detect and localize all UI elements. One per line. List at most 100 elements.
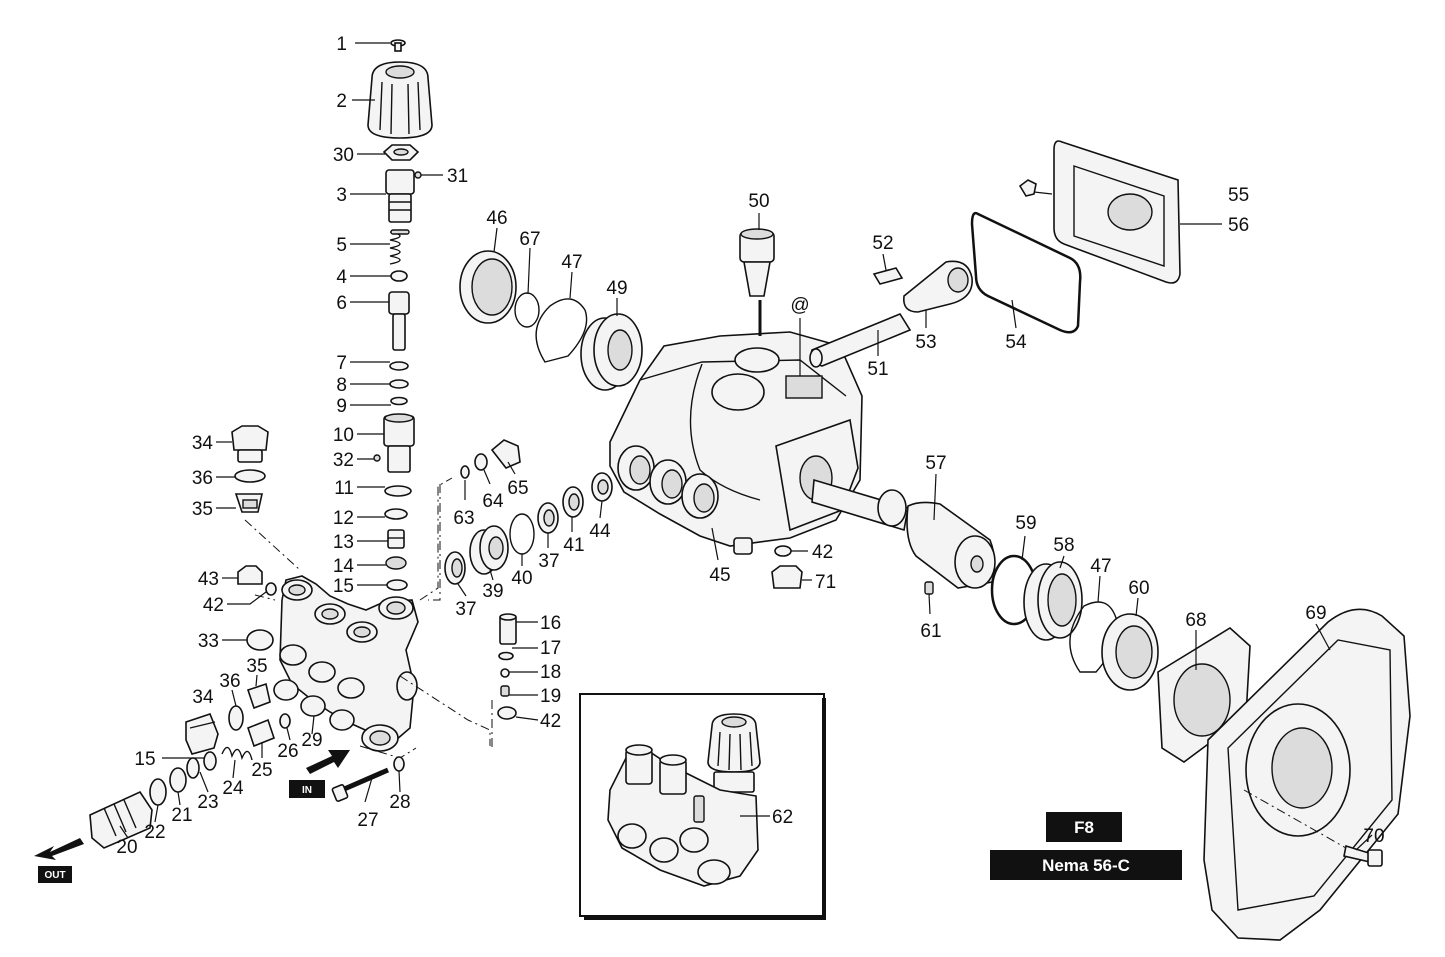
- model-badge: F8: [1046, 812, 1122, 842]
- callout-60: 60: [1128, 578, 1149, 599]
- connecting-rod-parts: [809, 140, 1181, 368]
- callout-20: 20: [116, 837, 137, 858]
- outlet-arrow: OUT: [34, 838, 84, 883]
- callout-45: 45: [709, 565, 730, 586]
- callout-62: 62: [772, 807, 793, 828]
- callout-34a: 34: [192, 433, 214, 454]
- leader-lines-upper-right: [877, 191, 1222, 356]
- callout-59: 59: [1015, 513, 1036, 534]
- part-adjustment-knob: [367, 61, 433, 139]
- part-o-ring: [389, 361, 409, 371]
- callout-36a: 36: [192, 468, 213, 489]
- callout-10: 10: [333, 425, 354, 446]
- leader-lines-outlet: [119, 674, 401, 839]
- callout-46: 46: [486, 208, 507, 229]
- callout-27: 27: [357, 810, 378, 831]
- callout-26: 26: [277, 741, 298, 762]
- callout-29: 29: [301, 730, 322, 751]
- callout-24: 24: [222, 778, 244, 799]
- callout-23: 23: [197, 792, 218, 813]
- crank-seal-parts: [459, 250, 643, 391]
- inlet-arrow: IN: [289, 750, 350, 798]
- part-screw: [390, 39, 406, 52]
- callout-65: 65: [507, 478, 528, 499]
- callout-35a: 35: [192, 499, 213, 520]
- callout-51: 51: [867, 359, 888, 380]
- part-ball: [373, 454, 381, 462]
- callout-21: 21: [171, 805, 192, 826]
- part-valve-body: [385, 169, 415, 223]
- callout-42c: 42: [812, 542, 833, 563]
- part-backup-ring: [389, 379, 409, 389]
- leader-lines-shaft: [928, 473, 1373, 851]
- callout-61: 61: [920, 621, 941, 642]
- callout-15a: 15: [333, 576, 354, 597]
- callout-30: 30: [333, 145, 354, 166]
- leader-lines-crankcase: [711, 213, 808, 561]
- callout-17: 17: [540, 638, 561, 659]
- callout-49: 49: [606, 278, 627, 299]
- part-check-valve: [387, 529, 405, 549]
- leader-lines-stack: [350, 42, 443, 586]
- inlet-label: IN: [302, 785, 312, 796]
- callout-35b: 35: [246, 656, 267, 677]
- callout-47a: 47: [561, 252, 582, 273]
- callout-32: 32: [333, 450, 354, 471]
- leader-lines-left: [216, 441, 301, 641]
- callout-40: 40: [511, 568, 532, 589]
- callout-70: 70: [1363, 826, 1384, 847]
- callout-1: 1: [336, 34, 347, 55]
- callout-44: 44: [589, 521, 611, 542]
- callout-39: 39: [482, 581, 503, 602]
- callout-43: 43: [198, 569, 219, 590]
- callout-69: 69: [1305, 603, 1326, 624]
- callout-36b: 36: [219, 671, 240, 692]
- drain-plug-parts: [771, 545, 812, 589]
- part-lock-nut: [382, 144, 420, 161]
- part-oil-cap: [739, 228, 775, 297]
- manifold-body: [273, 575, 419, 752]
- callout-56: 56: [1228, 215, 1249, 236]
- part-spring: [389, 229, 410, 265]
- leader-lines-crank-seal: [493, 227, 618, 316]
- callout-63: 63: [453, 508, 474, 529]
- callout-22: 22: [144, 822, 165, 843]
- outlet-assembly: [89, 682, 405, 849]
- callout-25: 25: [251, 760, 272, 781]
- serial-plate: [785, 375, 823, 399]
- callout-58: 58: [1053, 535, 1074, 556]
- callout-57: 57: [925, 453, 946, 474]
- callout-11: 11: [334, 478, 354, 499]
- callout-42b: 42: [540, 711, 561, 732]
- part-unloader-seat: [383, 413, 415, 473]
- part-o-ring: [386, 579, 408, 591]
- part-seat-ring: [385, 556, 407, 570]
- crankshaft-parts: [811, 478, 1411, 941]
- callout-labels: 1 2 30 31 3 5 4 6 7 8 9 10 32 11 12 13 1…: [116, 34, 1384, 858]
- callout-68: 68: [1185, 610, 1206, 631]
- callout-15b: 15: [134, 749, 155, 770]
- callout-14: 14: [333, 556, 355, 577]
- callout-67: 67: [519, 229, 540, 250]
- motor-badge-label: Nema 56-C: [1042, 856, 1130, 875]
- crankcase: [609, 300, 863, 555]
- callout-52: 52: [872, 233, 893, 254]
- seal-parts: [444, 439, 613, 720]
- unloader-stack: [367, 39, 433, 591]
- callout-5: 5: [336, 235, 347, 256]
- inset-manifold-view: [579, 693, 826, 920]
- callout-47b: 47: [1090, 556, 1111, 577]
- model-badge-label: F8: [1074, 818, 1094, 837]
- callout-54: 54: [1005, 332, 1027, 353]
- callout-33: 33: [198, 631, 219, 652]
- callout-12: 12: [333, 508, 354, 529]
- callout-37b: 37: [538, 551, 559, 572]
- at-mark: @: [790, 295, 809, 316]
- part-o-ring: [384, 508, 408, 520]
- callout-31: 31: [447, 166, 468, 187]
- callout-41: 41: [563, 535, 584, 556]
- callout-2: 2: [336, 91, 347, 112]
- part-spring-seat: [390, 270, 408, 282]
- callout-18: 18: [540, 662, 561, 683]
- callout-50: 50: [748, 191, 769, 212]
